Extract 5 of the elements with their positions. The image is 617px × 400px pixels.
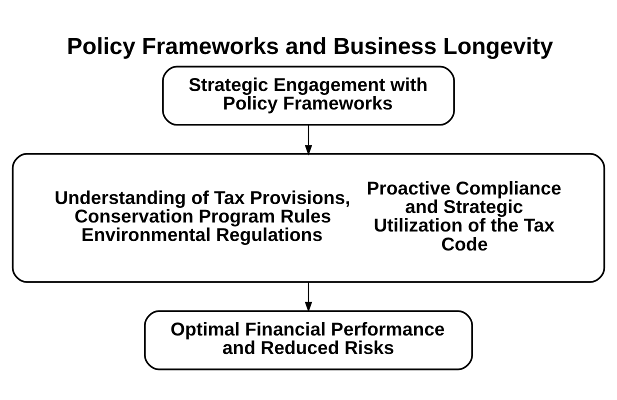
node-box: Optimal Financial Performance and Reduced Risks xyxy=(144,310,473,370)
node-box: Strategic Engagement with Policy Frameworks xyxy=(162,65,455,126)
arrow xyxy=(304,124,312,156)
diagram-title: Policy Frameworks and Business Longevity xyxy=(66,32,554,58)
arrow xyxy=(304,282,312,312)
